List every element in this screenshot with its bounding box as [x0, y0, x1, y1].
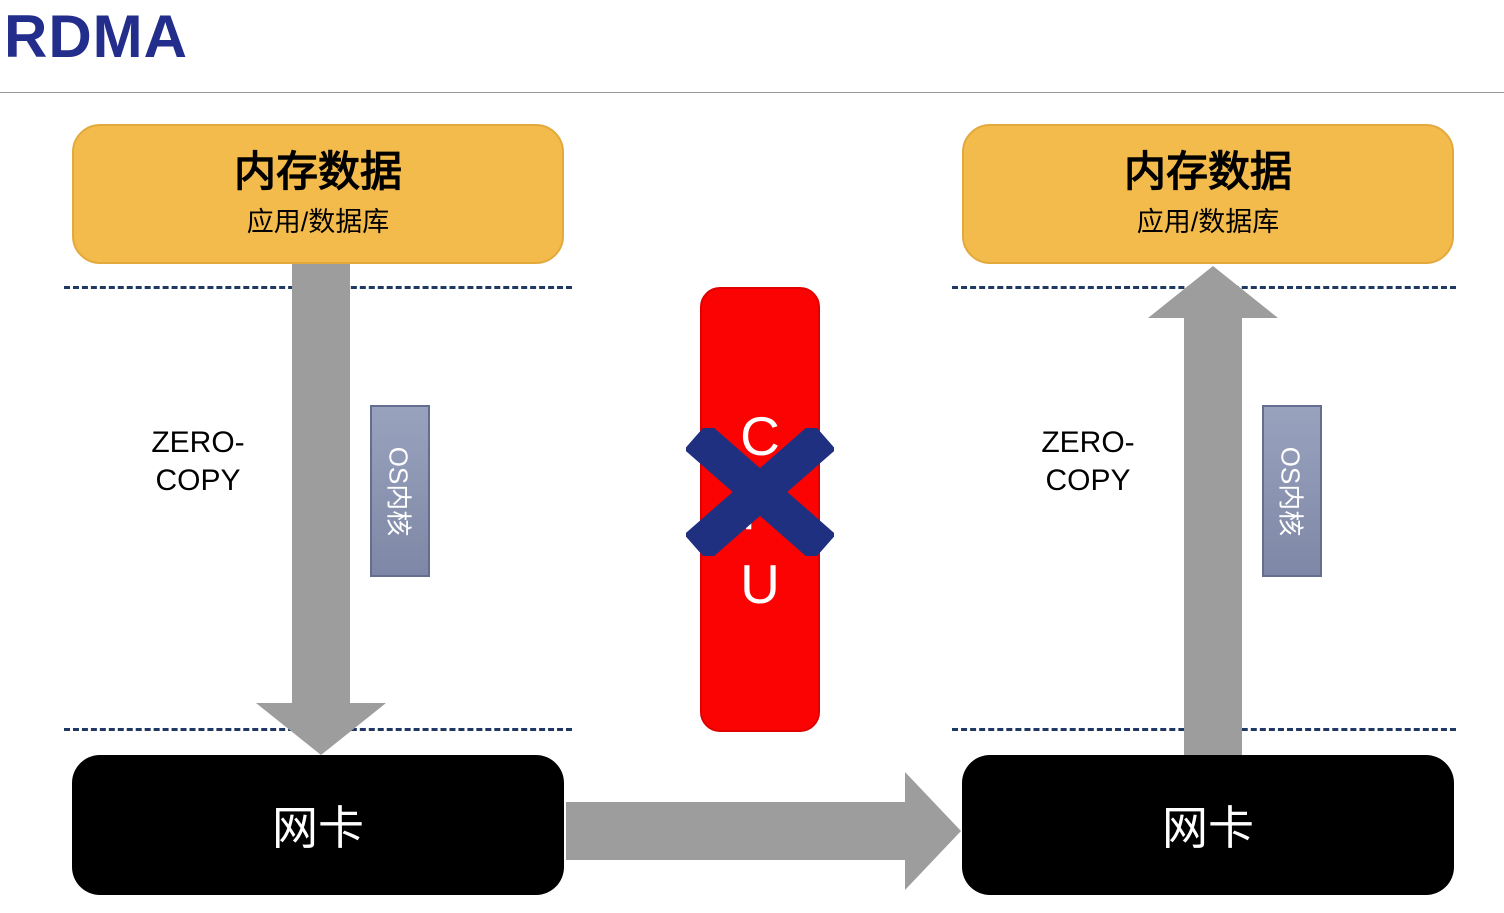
down-arrow-icon: [256, 703, 386, 755]
title-divider: [0, 92, 1504, 93]
memory-subtitle: 应用/数据库: [246, 206, 390, 237]
nic-box-right: 网卡: [962, 755, 1454, 895]
up-arrow-shaft: [1184, 316, 1242, 760]
page-title: RDMA: [4, 3, 188, 70]
memory-box-left: 内存数据 应用/数据库: [72, 124, 564, 264]
cpu-cross-icon: [686, 428, 834, 556]
up-arrow-icon: [1148, 266, 1278, 318]
os-kernel-label: OS内核: [1275, 446, 1306, 536]
transfer-arrow-shaft: [566, 802, 908, 860]
memory-subtitle: 应用/数据库: [1136, 206, 1280, 237]
nic-label: 网卡: [1162, 802, 1254, 854]
os-kernel-box-left: OS内核: [370, 405, 430, 577]
memory-box-right: 内存数据 应用/数据库: [962, 124, 1454, 264]
memory-title: 内存数据: [233, 148, 402, 196]
zero-copy-label-left: ZERO- COPY: [151, 426, 245, 497]
memory-title: 内存数据: [1123, 148, 1292, 196]
transfer-arrow-icon: [905, 772, 961, 890]
os-kernel-box-right: OS内核: [1262, 405, 1322, 577]
zero-copy-label-right: ZERO- COPY: [1041, 426, 1135, 497]
nic-label: 网卡: [272, 802, 364, 854]
down-arrow-shaft: [292, 263, 350, 705]
nic-box-left: 网卡: [72, 755, 564, 895]
os-kernel-label: OS内核: [383, 446, 414, 536]
